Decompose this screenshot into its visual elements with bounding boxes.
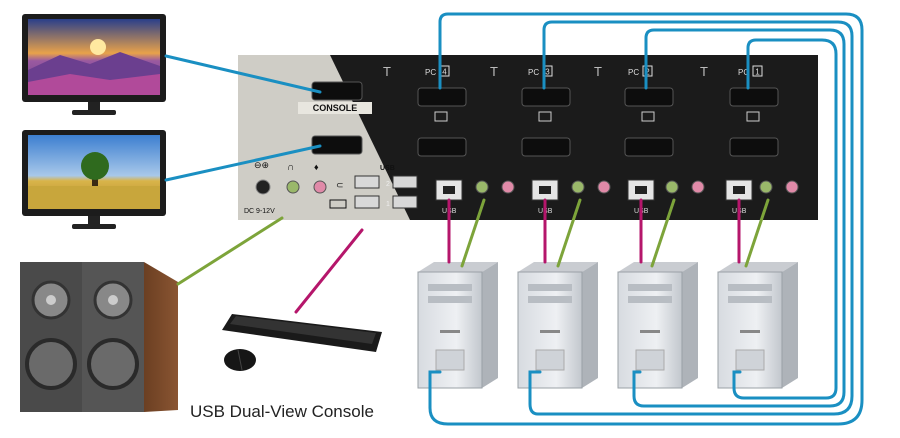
keyboard-icon [329,199,347,209]
keyboard [222,314,382,352]
pc-tower-1 [417,262,498,389]
port-divider-icon: T [700,64,708,79]
console-usb-ports [354,175,418,209]
pc-tower-4 [717,262,798,389]
mouse [224,349,256,371]
pc3-label: PC [528,68,539,77]
monitor-icon [538,111,552,122]
console-label: CONSOLE [313,103,358,113]
port-divider-icon: T [594,64,602,79]
usb-port-number-1: 1 [386,201,390,208]
pc4-number: 4 [442,68,447,77]
pc-port-group-4: T PC 4 USB [383,64,515,215]
monitor-bottom [22,130,166,229]
pc2-number: 2 [645,68,650,77]
power-label: DC 9-12V [244,208,275,215]
pc3-number: 3 [545,68,550,77]
power-jack [255,179,271,195]
pc1-label: PC [738,68,749,77]
console-audio-out [286,180,300,194]
monitor-icon [746,111,760,122]
console-displayport-2 [311,135,363,155]
pc2-label: PC [628,68,639,77]
displayport-cables [164,12,864,426]
console-usb-label: USB [380,165,395,172]
pc1-number: 1 [755,68,760,77]
power-icon: ⊖⊕ [254,160,269,170]
pc-port-group-2: T PC 2 USB [594,64,705,215]
console-caption: USB Dual-View Console [190,402,374,421]
console-label-bg [298,102,372,114]
console-mic-in [313,180,327,194]
pc-tower-2 [517,262,598,389]
monitor-top [22,14,166,115]
port-divider-icon: T [383,64,391,79]
pc1-number-box [752,65,763,77]
headphone-icon: ∩ [287,162,294,173]
pc-port-group-3: T PC 3 USB [490,64,611,215]
pc4-label: PC [425,68,436,77]
monitor-icon [434,111,448,122]
pc-tower-3 [617,262,698,389]
port-divider-icon: T [490,64,498,79]
usb-port-number-2: 2 [386,181,390,188]
usb-cables [294,198,741,314]
monitor-icon [641,111,655,122]
audio-cables [176,198,770,286]
mic-icon: ♦ [314,162,319,172]
speakers [20,262,178,412]
mouse-icon: ⊂ [336,180,344,190]
